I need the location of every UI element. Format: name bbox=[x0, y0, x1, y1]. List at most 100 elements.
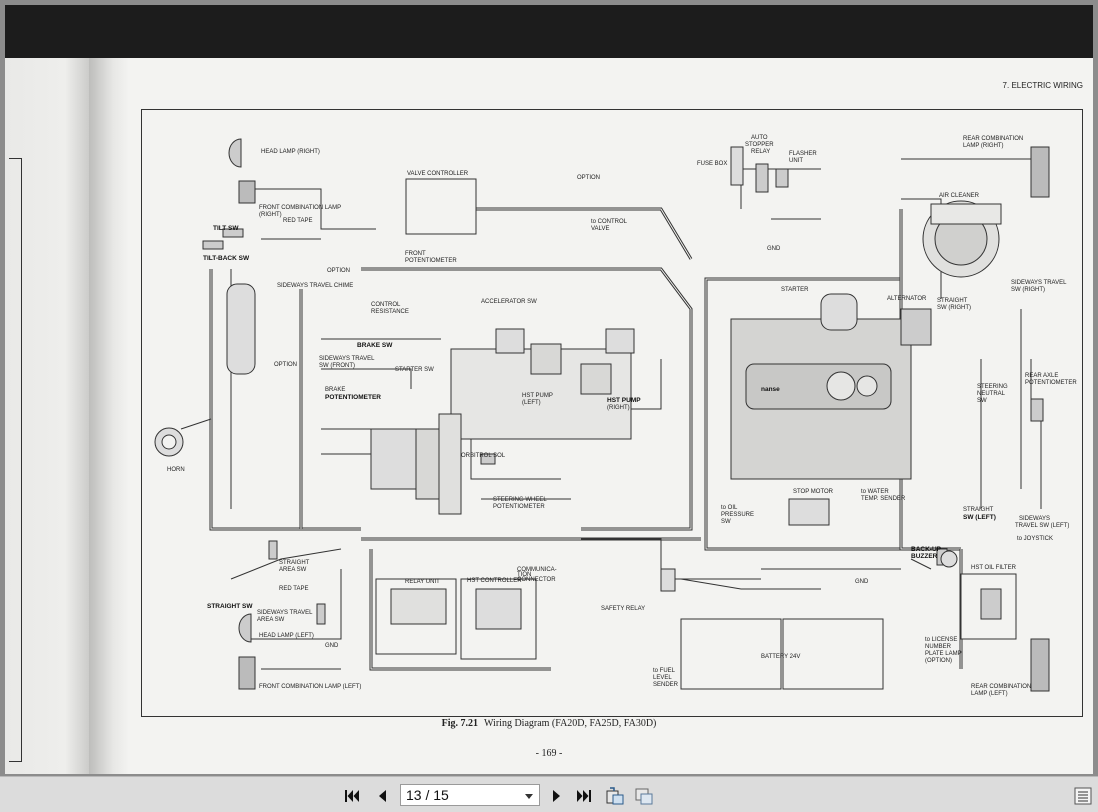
label-steering-neutral-3: SW bbox=[977, 398, 987, 404]
label-flasher-1: FLASHER bbox=[789, 151, 817, 157]
label-starter-sw: STARTER SW bbox=[395, 367, 434, 373]
label-front-combo-right-1: FRONT COMBINATION LAMP bbox=[259, 205, 341, 211]
label-control-resistance-2: RESISTANCE bbox=[371, 309, 409, 315]
figure-title: Wiring Diagram (FA20D, FA25D, FA30D) bbox=[484, 718, 657, 729]
label-straight-sw-right-1: STRAIGHT bbox=[937, 298, 968, 304]
label-to-license-4: (OPTION) bbox=[925, 658, 952, 664]
label-red-tape-top: RED TAPE bbox=[283, 218, 312, 224]
scanned-page: 7. ELECTRIC WIRING bbox=[5, 5, 1093, 774]
label-option-mid: OPTION bbox=[327, 268, 350, 274]
left-page-edge bbox=[5, 58, 91, 774]
label-steering-neutral-2: NEUTRAL bbox=[977, 391, 1006, 397]
label-hst-pump-left-2: (LEFT) bbox=[522, 400, 541, 406]
rotate-icon[interactable] bbox=[605, 786, 625, 806]
label-front-pot-1: FRONT bbox=[405, 251, 426, 257]
label-straight-sw: STRAIGHT SW bbox=[207, 603, 253, 610]
label-front-combo-right-2: (RIGHT) bbox=[259, 212, 282, 218]
label-front-combo-left: FRONT COMBINATION LAMP (LEFT) bbox=[259, 684, 361, 690]
label-hst-pump-left-1: HST PUMP bbox=[522, 393, 553, 399]
label-auto-stopper-2: STOPPER bbox=[745, 142, 774, 148]
label-sideways-front-1: SIDEWAYS TRAVEL bbox=[319, 356, 375, 362]
first-page-icon[interactable] bbox=[342, 786, 362, 806]
page-indicator-text: 13 / 15 bbox=[406, 787, 449, 803]
label-sideways-right-1: SIDEWAYS TRAVEL bbox=[1011, 280, 1067, 286]
label-flasher-2: UNIT bbox=[789, 158, 803, 164]
label-auto-stopper-3: RELAY bbox=[751, 149, 770, 155]
label-head-lamp-left: HEAD LAMP (LEFT) bbox=[259, 633, 314, 639]
label-sideways-front-2: SW (FRONT) bbox=[319, 363, 355, 369]
label-hst-oil-filter: HST OIL FILTER bbox=[971, 565, 1017, 571]
label-to-fuel-3: SENDER bbox=[653, 682, 679, 688]
label-communication-1: COMMUNICA- bbox=[517, 567, 557, 573]
label-front-pot-2: POTENTIOMETER bbox=[405, 258, 457, 264]
label-option-left: OPTION bbox=[274, 362, 297, 368]
label-brake-sw: BRAKE SW bbox=[357, 342, 393, 349]
label-relay-unit: RELAY UNIT bbox=[405, 579, 440, 585]
fit-icon[interactable] bbox=[634, 786, 654, 806]
label-brake-pot-2: POTENTIOMETER bbox=[325, 394, 381, 401]
label-gnd-left: GND bbox=[325, 643, 339, 649]
label-communication-2: TION bbox=[517, 572, 531, 578]
label-option-top: OPTION bbox=[577, 175, 600, 181]
label-rear-axle-pot-1: REAR AXLE bbox=[1025, 373, 1058, 379]
label-red-tape-bottom: RED TAPE bbox=[279, 586, 308, 592]
label-communication-3: CONNECTOR bbox=[517, 577, 556, 583]
label-air-cleaner: AIR CLEANER bbox=[939, 193, 980, 199]
label-orbitrol-sol: ORBITROL SOL bbox=[461, 453, 506, 459]
label-to-oil-3: SW bbox=[721, 519, 731, 525]
document-viewport[interactable]: 7. ELECTRIC WIRING bbox=[0, 0, 1098, 776]
label-head-lamp-right: HEAD LAMP (RIGHT) bbox=[261, 149, 320, 155]
label-horn: HORN bbox=[167, 467, 185, 473]
label-starter: STARTER bbox=[781, 287, 809, 293]
label-to-water-1: to WATER bbox=[861, 489, 889, 495]
label-alternator: ALTERNATOR bbox=[887, 296, 927, 302]
label-to-water-2: TEMP. SENDER bbox=[861, 496, 906, 502]
label-sideways-left-2: TRAVEL SW (LEFT) bbox=[1015, 523, 1069, 529]
chevron-down-icon bbox=[525, 794, 533, 799]
previous-page-icon[interactable] bbox=[372, 786, 392, 806]
label-to-fuel-1: to FUEL bbox=[653, 668, 676, 674]
label-straight-sw-left-2: SW (LEFT) bbox=[963, 514, 996, 521]
engine-brand-label: nanse bbox=[761, 386, 780, 393]
label-to-oil-1: to OIL bbox=[721, 505, 738, 511]
label-brake-pot-1: BRAKE bbox=[325, 387, 345, 393]
chapter-heading: 7. ELECTRIC WIRING bbox=[1002, 81, 1083, 90]
label-auto-stopper-1: AUTO bbox=[751, 135, 768, 141]
diagram-frame bbox=[141, 109, 1083, 717]
label-gnd-bottom: GND bbox=[855, 579, 869, 585]
label-steering-wheel-pot-1: STEERING WHEEL bbox=[493, 497, 547, 503]
label-accelerator-sw: ACCELERATOR SW bbox=[481, 299, 537, 305]
label-battery: BATTERY 24V bbox=[761, 654, 800, 660]
label-to-fuel-2: LEVEL bbox=[653, 675, 672, 681]
label-hst-pump-right-2: (RIGHT) bbox=[607, 405, 630, 411]
label-sideways-right-2: SW (RIGHT) bbox=[1011, 287, 1045, 293]
panel-toggle-icon[interactable] bbox=[1073, 786, 1093, 806]
label-fuse-box: FUSE BOX bbox=[697, 161, 727, 167]
wiring-diagram: nanse HEAD LAMP (RIGHT) FRONT COMBINATIO… bbox=[154, 135, 1077, 697]
label-to-oil-2: PRESSURE bbox=[721, 512, 754, 518]
label-back-up-buzzer-2: BUZZER bbox=[911, 553, 938, 560]
label-steering-wheel-pot-2: POTENTIOMETER bbox=[493, 504, 545, 510]
label-control-resistance-1: CONTROL bbox=[371, 302, 401, 308]
label-hst-controller: HST CONTROLLER bbox=[467, 578, 522, 584]
label-tilt-back-sw: TILT-BACK SW bbox=[203, 255, 250, 262]
label-rear-combo-right-1: REAR COMBINATION bbox=[963, 136, 1023, 142]
label-to-license-3: PLATE LAMP bbox=[925, 651, 962, 657]
label-back-up-buzzer-1: BACK-UP bbox=[911, 546, 942, 553]
page-number: - 169 - bbox=[535, 748, 563, 759]
label-rear-combo-left-1: REAR COMBINATION bbox=[971, 684, 1031, 690]
page-select[interactable]: 13 / 15 bbox=[400, 784, 540, 806]
left-page-frame bbox=[9, 158, 22, 762]
label-gnd-top: GND bbox=[767, 246, 781, 252]
label-to-license-2: NUMBER bbox=[925, 644, 952, 650]
label-straight-area-1: STRAIGHT bbox=[279, 560, 310, 566]
label-safety-relay: SAFETY RELAY bbox=[601, 606, 645, 612]
last-page-icon[interactable] bbox=[574, 786, 594, 806]
label-steering-neutral-1: STEERING bbox=[977, 384, 1008, 390]
label-rear-combo-left-2: LAMP (LEFT) bbox=[971, 691, 1008, 697]
label-tilt-sw: TILT SW bbox=[213, 225, 239, 232]
next-page-icon[interactable] bbox=[547, 786, 567, 806]
label-hst-pump-right-1: HST PUMP bbox=[607, 397, 641, 404]
label-to-license-1: to LICENSE bbox=[925, 637, 957, 643]
